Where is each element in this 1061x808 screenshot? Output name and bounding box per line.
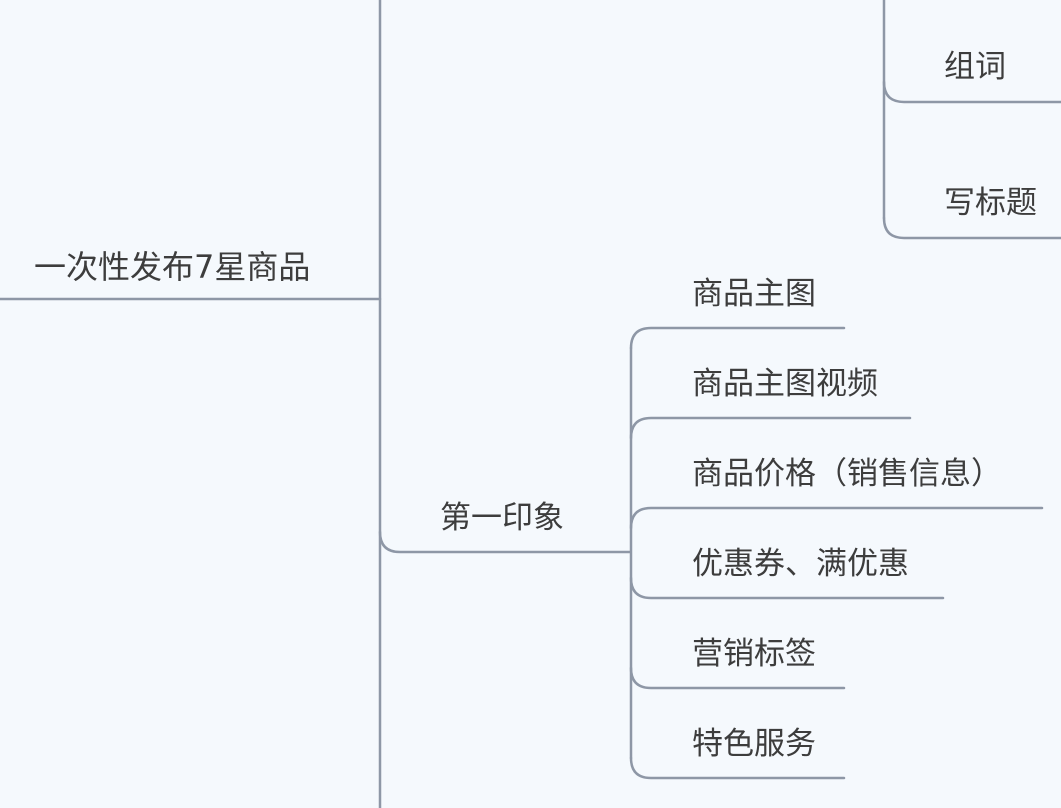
child-connector-6 bbox=[629, 756, 846, 780]
node-coupons[interactable]: 优惠券、满优惠 bbox=[692, 546, 909, 582]
child-connector-3 bbox=[629, 506, 1044, 530]
xiebiaoti-connector bbox=[882, 216, 1061, 240]
node-special-services[interactable]: 特色服务 bbox=[692, 726, 816, 762]
first-impression-connector bbox=[378, 530, 632, 554]
child-connector-2 bbox=[629, 416, 912, 440]
node-main-image[interactable]: 商品主图 bbox=[692, 276, 816, 312]
node-xiebiaoti[interactable]: 写标题 bbox=[944, 185, 1037, 221]
node-first-impression[interactable]: 第一印象 bbox=[440, 500, 564, 536]
child-connector-5 bbox=[629, 666, 846, 690]
root-node[interactable]: 一次性发布7星商品 bbox=[34, 248, 311, 286]
node-marketing-tags[interactable]: 营销标签 bbox=[692, 636, 816, 672]
node-main-image-video[interactable]: 商品主图视频 bbox=[692, 366, 878, 402]
child-connector-4 bbox=[629, 576, 945, 600]
zuci-connector bbox=[882, 80, 1061, 104]
node-price-info[interactable]: 商品价格（销售信息） bbox=[692, 456, 1002, 492]
node-zuci[interactable]: 组词 bbox=[944, 49, 1006, 85]
child-connector-1 bbox=[629, 326, 846, 350]
